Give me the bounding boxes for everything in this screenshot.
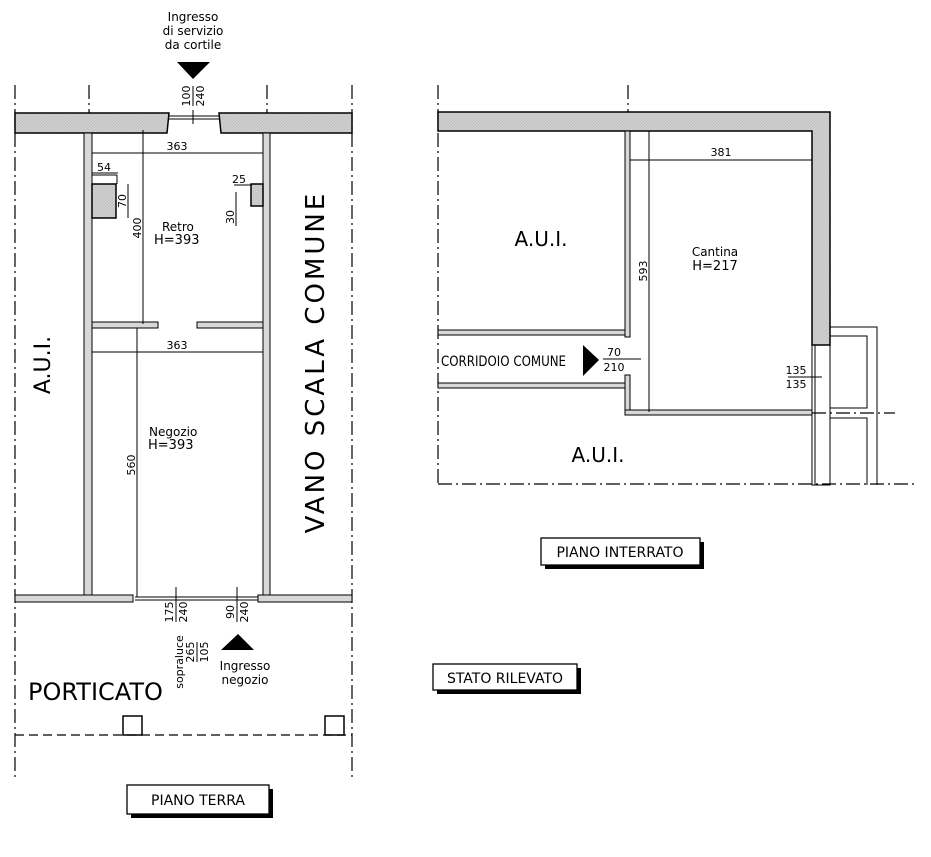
negozio-length-dim: 560 — [125, 455, 138, 476]
aui-top-label: A.U.I. — [515, 227, 568, 251]
top-wall — [218, 112, 353, 134]
transom-label: sopraluce — [173, 635, 186, 689]
negozio-width-dim: 363 — [167, 339, 188, 352]
basement-title: PIANO INTERRATO — [556, 545, 683, 561]
corridor-door-height: 210 — [604, 361, 625, 374]
column — [324, 715, 345, 736]
shop-entrance-label: negozio — [222, 673, 269, 687]
right-wall — [262, 132, 271, 596]
ground-floor-title-box: PIANO TERRA — [126, 784, 273, 818]
ground-floor-title: PIANO TERRA — [151, 793, 245, 809]
cantina-height: H=217 — [692, 259, 737, 274]
service-entrance-label: Ingresso — [168, 10, 219, 24]
retro-width-dim: 363 — [167, 140, 188, 153]
bottom-wall — [257, 594, 353, 603]
dimension-lines — [92, 130, 263, 597]
service-door-width: 100 — [180, 86, 193, 107]
shop-window-height: 240 — [177, 602, 190, 623]
corridor-label: CORRIDOIO COMUNE — [441, 354, 566, 370]
partition-wall — [91, 321, 159, 329]
bottom-wall — [14, 594, 134, 603]
transom-width: 265 — [184, 642, 197, 663]
outer-wall — [437, 111, 831, 346]
aui-wall — [624, 130, 631, 338]
cantina-length-dim: 593 — [637, 261, 650, 282]
transom-height: 105 — [198, 642, 211, 663]
service-door-height: 240 — [194, 86, 207, 107]
entrance-arrow-icon — [177, 62, 210, 79]
entrance-arrow-icon — [583, 345, 599, 376]
negozio-height: H=393 — [148, 438, 193, 453]
vano-scala-label: VANO SCALA COMUNE — [301, 191, 331, 534]
cantina-name: Cantina — [692, 245, 738, 259]
niche-block — [91, 183, 117, 219]
cantina-bottom-wall — [624, 409, 813, 416]
retro-length-dim: 400 — [131, 218, 144, 239]
entrance-arrow-icon — [221, 634, 254, 650]
aui-left-label: A.U.I. — [31, 336, 56, 394]
top-wall — [14, 112, 170, 134]
retro-height: H=393 — [154, 233, 199, 248]
corridor-wall — [437, 382, 626, 389]
service-entrance-label: da cortile — [165, 38, 221, 52]
shop-door-height: 240 — [238, 602, 251, 623]
left-wall — [83, 132, 93, 596]
corridor-door-width: 70 — [607, 346, 621, 359]
corridor-wall — [437, 329, 626, 336]
column — [122, 715, 143, 736]
negozio-name: Negozio — [149, 425, 197, 439]
shop-window-width: 175 — [163, 602, 176, 623]
pillar-block — [250, 183, 264, 207]
aui-bottom-label: A.U.I. — [572, 443, 625, 467]
window-height: 135 — [786, 378, 807, 391]
shop-entrance-label: Ingresso — [220, 659, 271, 673]
cantina-width-dim: 381 — [711, 146, 732, 159]
window-width: 135 — [786, 364, 807, 377]
service-entrance-label: di servizio — [163, 24, 224, 38]
status-box: STATO RILEVATO — [432, 663, 581, 694]
retro-name: Retro — [162, 220, 194, 234]
basement-title-box: PIANO INTERRATO — [540, 537, 704, 569]
basement-plan: 135 135 381 593 Cantina H=217 A.U.I. A.U… — [437, 85, 915, 569]
ground-floor-plan: 363 54 70 25 30 400 Retro H=393 363 560 … — [14, 10, 353, 818]
shop-door-width: 90 — [224, 605, 237, 619]
niche-width-dim: 54 — [97, 161, 111, 174]
niche-height-dim: 70 — [116, 194, 129, 208]
pillar-height-dim: 30 — [224, 210, 237, 224]
cantina-wall — [624, 374, 631, 416]
porticato-label: PORTICATO — [28, 678, 163, 706]
pillar-width-dim: 25 — [232, 173, 246, 186]
partition-wall — [196, 321, 264, 329]
status-label: STATO RILEVATO — [447, 671, 563, 687]
